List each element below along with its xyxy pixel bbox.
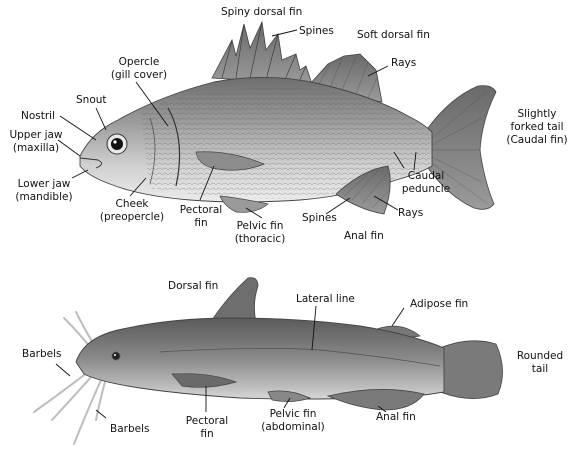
label-caudal-peduncle-line2: peduncle — [396, 183, 456, 196]
label-tail-bass-line3: (Caudal fin) — [502, 134, 572, 147]
label-cheek: Cheek (preopercle) — [98, 198, 166, 224]
label-anal-fin-catfish: Anal fin — [376, 411, 416, 424]
label-caudal-peduncle-line1: Caudal — [396, 170, 456, 183]
label-tail-catfish-line1: Rounded — [512, 350, 568, 363]
label-nostril: Nostril — [21, 110, 55, 123]
label-dorsal-fin-catfish: Dorsal fin — [168, 280, 218, 293]
label-snout: Snout — [76, 94, 107, 107]
label-opercle-line1: Opercle — [104, 56, 174, 69]
label-pelvic-fin-line1: Pelvic fin — [228, 220, 292, 233]
label-pectoral-fin-catfish: Pectoral fin — [182, 415, 232, 441]
label-barbels-left: Barbels — [22, 348, 61, 361]
label-pectoral-fin-line2: fin — [176, 217, 226, 230]
label-barbels-bottom: Barbels — [110, 423, 149, 436]
label-lower-jaw-line2: (mandible) — [14, 191, 74, 204]
label-tail-bass-line2: forked tail — [502, 121, 572, 134]
label-tail-bass-line1: Slightly — [502, 108, 572, 121]
catfish-caudal-fin — [440, 341, 503, 399]
label-tail-catfish-line2: tail — [512, 363, 568, 376]
label-pelvic-fin-line2: (thoracic) — [228, 233, 292, 246]
bass-spiny-dorsal-fin — [212, 22, 312, 84]
label-soft-dorsal-fin: Soft dorsal fin — [357, 29, 430, 42]
label-pelvic-fin-catfish-line1: Pelvic fin — [258, 408, 328, 421]
label-spines-top: Spines — [299, 25, 334, 38]
label-pelvic-fin-catfish-line2: (abdominal) — [258, 421, 328, 434]
label-spines-bottom: Spines — [302, 212, 337, 225]
label-tail-catfish: Rounded tail — [512, 350, 568, 376]
label-caudal-peduncle: Caudal peduncle — [396, 170, 456, 196]
label-opercle: Opercle (gill cover) — [104, 56, 174, 82]
label-opercle-line2: (gill cover) — [104, 69, 174, 82]
catfish-eye — [112, 352, 120, 360]
label-pelvic-fin: Pelvic fin (thoracic) — [228, 220, 292, 246]
label-anal-fin: Anal fin — [344, 230, 384, 243]
label-upper-jaw-line1: Upper jaw — [8, 129, 64, 142]
label-pectoral-fin-line1: Pectoral — [176, 204, 226, 217]
catfish-dorsal-fin — [212, 278, 258, 322]
label-pelvic-fin-catfish: Pelvic fin (abdominal) — [258, 408, 328, 434]
label-lateral-line: Lateral line — [296, 293, 355, 306]
label-pectoral-fin: Pectoral fin — [176, 204, 226, 230]
label-pectoral-fin-catfish-line2: fin — [182, 428, 232, 441]
label-adipose-fin: Adipose fin — [410, 298, 468, 311]
label-rays-bottom: Rays — [398, 207, 423, 220]
label-tail-bass: Slightly forked tail (Caudal fin) — [502, 108, 572, 147]
label-upper-jaw: Upper jaw (maxilla) — [8, 129, 64, 155]
label-cheek-line2: (preopercle) — [98, 211, 166, 224]
label-upper-jaw-line2: (maxilla) — [8, 142, 64, 155]
label-pectoral-fin-catfish-line1: Pectoral — [182, 415, 232, 428]
label-lower-jaw-line1: Lower jaw — [14, 178, 74, 191]
label-spiny-dorsal-fin: Spiny dorsal fin — [221, 6, 302, 19]
label-rays-top: Rays — [391, 57, 416, 70]
label-lower-jaw: Lower jaw (mandible) — [14, 178, 74, 204]
label-cheek-line1: Cheek — [98, 198, 166, 211]
